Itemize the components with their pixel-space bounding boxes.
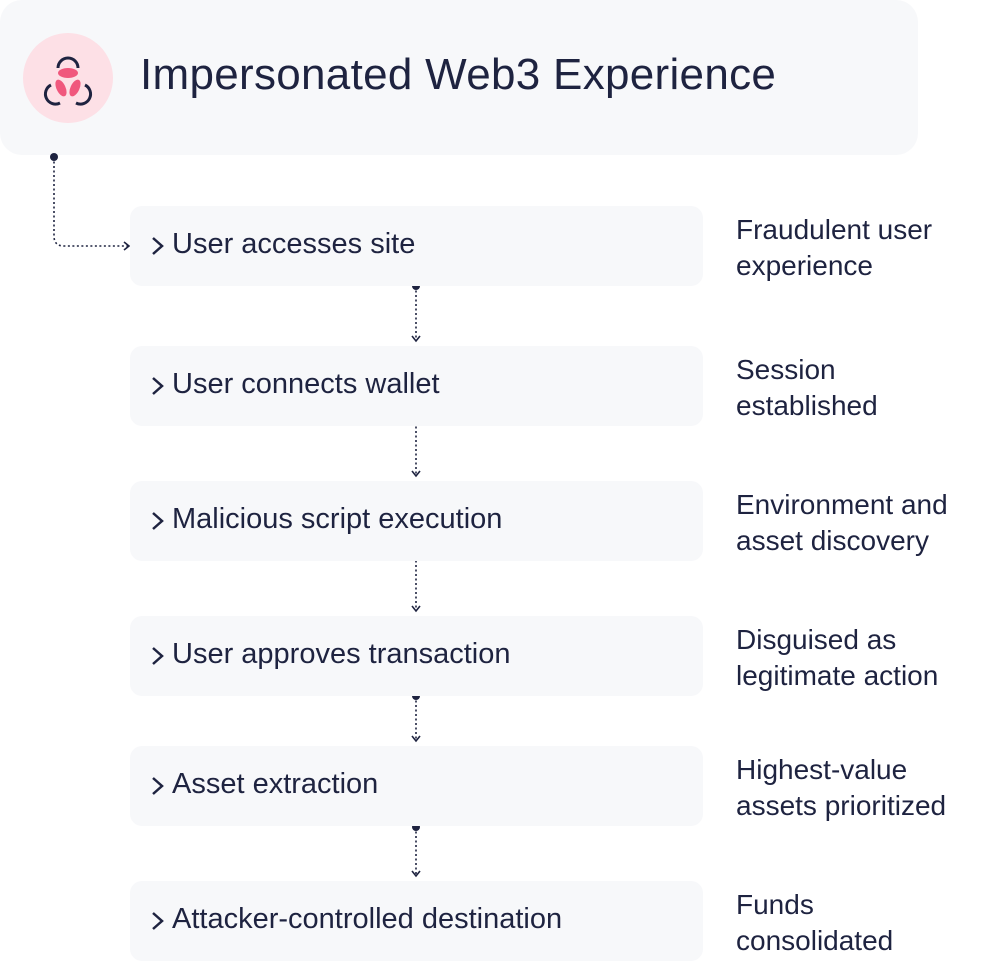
chevron-right-icon xyxy=(152,237,164,255)
connector-dot xyxy=(50,153,58,161)
step-label: User connects wallet xyxy=(172,368,440,400)
arrow-head-icon xyxy=(411,735,421,743)
chevron-right-icon xyxy=(152,512,164,530)
arrow-head-icon xyxy=(123,241,131,251)
header-card: Impersonated Web3 Experience xyxy=(0,0,918,155)
step-label: Attacker-controlled destination xyxy=(172,903,563,935)
chevron-right-icon xyxy=(152,377,164,395)
arrow-head-icon xyxy=(411,470,421,478)
chevron-right-icon xyxy=(152,647,164,665)
arrow-head-icon xyxy=(411,870,421,878)
step-user-accesses-site: User accesses site xyxy=(130,206,703,286)
chevron-right-icon xyxy=(152,912,164,930)
step-label: Malicious script execution xyxy=(172,503,503,535)
arrow-head-icon xyxy=(411,605,421,613)
step-malicious-script-execution: Malicious script execution xyxy=(130,481,703,561)
step-user-connects-wallet: User connects wallet xyxy=(130,346,703,426)
step-asset-extraction: Asset extraction xyxy=(130,746,703,826)
step-attacker-controlled-destination: Attacker-controlled destination xyxy=(130,881,703,961)
step-user-approves-transaction: User approves transaction xyxy=(130,616,703,696)
arrow-head-icon xyxy=(411,335,421,343)
chevron-right-icon xyxy=(152,777,164,795)
step-label: User accesses site xyxy=(172,228,416,260)
page-title: Impersonated Web3 Experience xyxy=(140,50,777,99)
triskelion-logo-icon xyxy=(23,33,113,123)
step-label: Asset extraction xyxy=(172,768,379,800)
step-label: User approves transaction xyxy=(172,638,511,670)
